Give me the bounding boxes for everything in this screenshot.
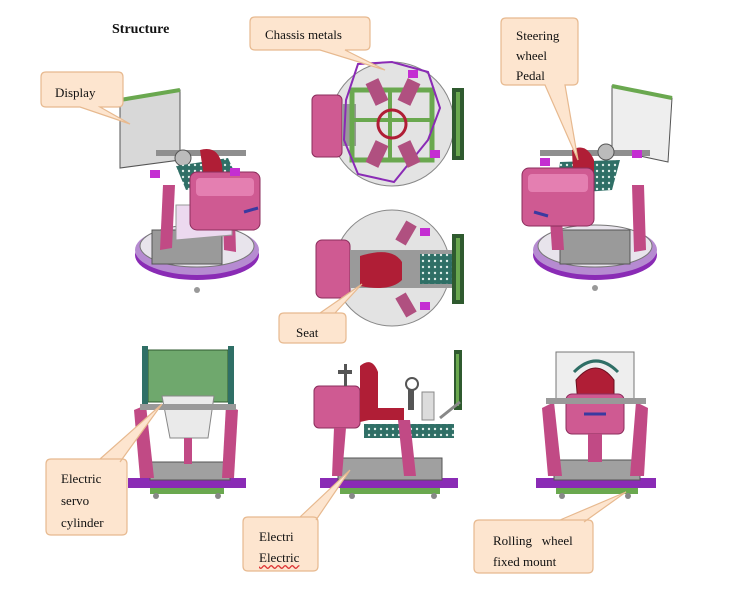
callout-steering-line1: Steering [516, 28, 560, 43]
callout-servo-bubble [45, 403, 163, 536]
callout-servo-line2: servo [61, 493, 90, 508]
callout-electric-bubble [242, 469, 351, 572]
callout-seat-bubble [278, 283, 363, 344]
callout-seat-text: Seat [296, 325, 319, 340]
view-isometric-right [521, 84, 673, 291]
callout-rolling-wheel-mount: Rolling wheel fixed mount [484, 524, 582, 578]
callout-electric-line1: Electri [259, 529, 294, 544]
view-front-left [128, 346, 246, 499]
callout-bubbles [40, 16, 627, 574]
callout-steering-line2: wheel [516, 48, 548, 63]
callout-electric-line2: Electric [259, 550, 300, 565]
view-side-middle [313, 350, 462, 499]
callout-display-bubble [40, 71, 131, 125]
callout-seat: Seat [287, 316, 327, 349]
page-title: Structure [112, 22, 170, 37]
callout-rolling-line2: fixed mount [493, 554, 557, 569]
callout-rolling-line1: Rolling wheel [493, 533, 573, 548]
callout-chassis-text: Chassis metals [265, 27, 342, 42]
callout-electric-servo-cylinder: Electric servo cylinder [52, 462, 113, 540]
callout-chassis-metals: Chassis metals [256, 18, 351, 51]
callout-steering-line3: Pedal [516, 68, 545, 83]
callout-display-text: Display [55, 85, 96, 100]
callout-servo-line3: cylinder [61, 515, 104, 530]
view-rear-right [536, 351, 656, 499]
view-top-chassis [311, 60, 464, 187]
callout-display: Display [46, 76, 104, 109]
callout-servo-line1: Electric [61, 471, 102, 486]
callout-steering-pedal: Steering wheel Pedal [507, 20, 568, 92]
callout-steering-bubble [500, 17, 579, 161]
callout-chassis-bubble [249, 16, 386, 71]
callout-rolling-bubble [473, 491, 627, 574]
callout-electric: Electri Electric [250, 520, 308, 574]
view-top-seat [315, 209, 464, 327]
view-isometric-left [119, 88, 261, 293]
